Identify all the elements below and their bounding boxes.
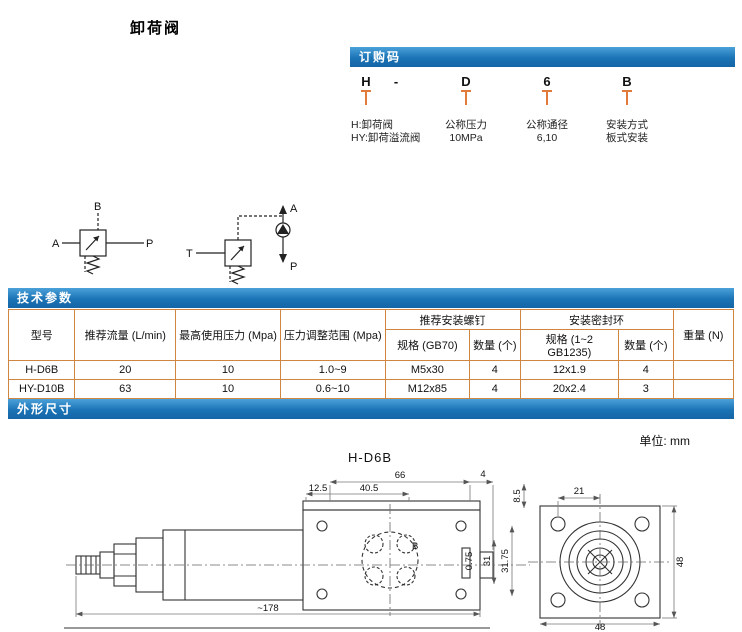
dimension-labels: 66 4 12.5 40.5 8.5 0.75 31 31.75 21 48 4… xyxy=(257,469,686,632)
cell-flow: 63 xyxy=(74,379,177,399)
cell-screw-spec: M5x30 xyxy=(384,360,471,380)
dim-top-offset: 12.5 xyxy=(309,483,328,494)
dim-flange-bottom: 48 xyxy=(595,622,606,632)
cell-seal-qty: 3 xyxy=(618,379,674,399)
port-label-t: T xyxy=(186,248,193,260)
dim-top-right: 4 xyxy=(480,469,485,480)
dim-body-c: 31.75 xyxy=(500,549,511,573)
col-header-screw-spec: 规格 (GB70) xyxy=(384,329,471,361)
symbol-left-labels: B A P xyxy=(52,201,153,250)
cell-seal-spec: 20x2.4 xyxy=(519,379,620,399)
order-desc-b-line2: 板式安装 xyxy=(606,132,648,144)
order-code-6: 6 xyxy=(543,74,551,89)
cell-screw-qty: 4 xyxy=(469,379,521,399)
header-row-2: 规格 (GB70) 数量 (个) 规格 (1~2 GB1235) 数量 (个) xyxy=(9,329,734,361)
order-desc-d-line1: 公称压力 xyxy=(445,119,487,131)
dim-top-width: 66 xyxy=(395,470,406,481)
dim-body-b: 31 xyxy=(482,556,493,567)
order-desc-h-line1: H:卸荷阀 xyxy=(351,119,393,131)
cell-weight xyxy=(672,360,735,380)
port-label-a: A xyxy=(290,203,298,215)
drawing-model-label: H-D6B xyxy=(347,450,392,465)
symbol-right xyxy=(196,205,291,285)
cell-screw-qty: 4 xyxy=(469,360,521,380)
tech-params-table: 型号 推荐流量 (L/min) 最高使用压力 (Mpa) 压力调整范围 (Mpa… xyxy=(7,309,735,399)
cell-model: H-D6B xyxy=(7,360,76,380)
col-header-max-pressure: 最高使用压力 (Mpa) xyxy=(175,309,281,361)
port-label-b: B xyxy=(412,541,418,552)
cell-screw-spec: M12x85 xyxy=(384,379,471,399)
col-header-flow: 推荐流量 (L/min) xyxy=(74,309,177,361)
dimension-lines xyxy=(75,479,677,627)
order-desc-6: 公称通径 6,10 xyxy=(507,119,587,145)
symbol-left xyxy=(62,213,144,275)
order-desc-d: 公称压力 10MPa xyxy=(426,119,506,145)
col-header-weight: 重量 (N) xyxy=(672,309,735,361)
dim-plate: 8.5 xyxy=(512,489,523,502)
order-desc-d-line2: 10MPa xyxy=(449,132,483,144)
col-header-adj-range: 压力调整范围 (Mpa) xyxy=(279,309,386,361)
code-connector xyxy=(361,90,371,105)
order-code-b: B xyxy=(622,74,632,89)
port-label-p: P xyxy=(290,261,297,273)
cell-seal-spec: 12x1.9 xyxy=(519,360,620,380)
cell-seal-qty: 4 xyxy=(618,360,674,380)
col-header-seals: 安装密封环 xyxy=(519,309,674,330)
col-header-seal-qty: 数量 (个) xyxy=(618,329,674,361)
cell-model: HY-D10B xyxy=(7,379,76,399)
order-desc-6-line1: 公称通径 xyxy=(526,119,568,131)
valve-side-view xyxy=(64,500,530,629)
code-connector xyxy=(542,90,552,105)
col-header-seal-spec: 规格 (1~2 GB1235) xyxy=(519,329,620,361)
code-connector xyxy=(461,90,471,105)
table-row: HY-D10B 63 10 0.6~10 M12x85 4 20x2.4 3 xyxy=(7,379,735,399)
dim-flange-top: 21 xyxy=(574,486,585,497)
order-code-dash: - xyxy=(393,74,399,89)
header-row-1: 型号 推荐流量 (L/min) 最高使用压力 (Mpa) 压力调整范围 (Mpa… xyxy=(7,309,735,361)
code-connector xyxy=(622,90,632,105)
col-header-model: 型号 xyxy=(7,309,76,361)
cell-max-pressure: 10 xyxy=(175,379,281,399)
order-desc-6-line2: 6,10 xyxy=(536,132,558,144)
order-code-d: D xyxy=(461,74,471,89)
order-code-header-bar: 订购码 xyxy=(350,47,735,67)
outline-header-bar: 外形尺寸 xyxy=(8,399,734,419)
order-desc-b-line1: 安装方式 xyxy=(606,119,648,131)
order-code-h: H xyxy=(361,74,371,89)
port-label-p: P xyxy=(146,238,153,250)
page-title: 卸荷阀 xyxy=(130,20,182,37)
order-desc-h: H:卸荷阀 HY:卸荷溢流阀 xyxy=(351,119,451,145)
order-desc-b: 安装方式 板式安装 xyxy=(587,119,667,145)
dim-flange-side: 48 xyxy=(675,557,686,568)
dim-overall-length: ~178 xyxy=(257,603,278,614)
dim-body-a: 0.75 xyxy=(464,552,475,571)
dim-top-mid: 40.5 xyxy=(360,483,379,494)
tech-params-header-bar: 技术参数 xyxy=(8,288,734,308)
cell-adj-range: 1.0~9 xyxy=(279,360,386,380)
symbol-right-labels: T A P xyxy=(186,203,298,273)
cell-max-pressure: 10 xyxy=(175,360,281,380)
unit-note: 单位: mm xyxy=(639,434,690,448)
port-label-b: B xyxy=(94,201,101,213)
table-row: H-D6B 20 10 1.0~9 M5x30 4 12x1.9 4 xyxy=(7,360,735,380)
col-header-screws: 推荐安装螺钉 xyxy=(384,309,521,330)
dimension-drawing: 66 4 12.5 40.5 8.5 0.75 31 31.75 21 48 4… xyxy=(64,469,686,632)
order-desc-h-line2: HY:卸荷溢流阀 xyxy=(351,132,421,144)
valve-flange-view xyxy=(528,494,672,628)
hydraulic-symbols: B A P T A P xyxy=(52,201,298,285)
col-header-screw-qty: 数量 (个) xyxy=(469,329,521,361)
port-label-a: A xyxy=(52,238,60,250)
cell-weight xyxy=(672,379,735,399)
cell-adj-range: 0.6~10 xyxy=(279,379,386,399)
cell-flow: 20 xyxy=(74,360,177,380)
